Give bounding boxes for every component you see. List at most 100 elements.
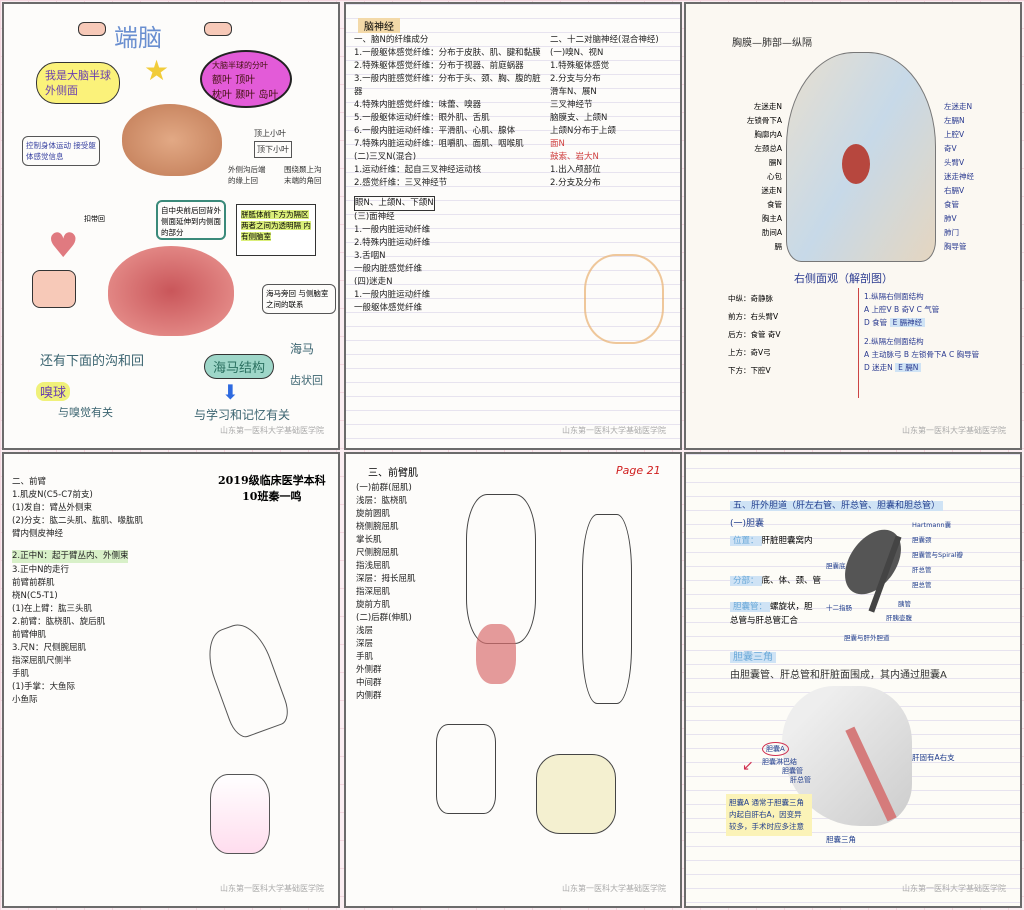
note-line: 旋前圆肌 <box>356 509 391 519</box>
value: 螺旋状，胆总管与肝总管汇合 <box>730 602 813 626</box>
note-line: 前臂伸肌 <box>12 630 47 640</box>
medial-note: 自中央前后回背外侧面延伸到内侧面的部分 <box>156 200 226 240</box>
dentate-gyrus-label: 齿状回 <box>290 374 323 387</box>
anatomy-label: 膈N <box>768 158 782 167</box>
note-line: D 迷走N <box>864 363 893 372</box>
triangle-heading: 胆囊三角 <box>730 648 776 663</box>
triangle-description: 由胆囊管、肝总管和肝脏面围成，其内通过胆囊A <box>730 670 947 681</box>
note-line: 1.出入颅部位 <box>550 165 601 175</box>
note-card-cerebrum[interactable]: 端脑 我是大脑半球外侧面 ★ 大脑半球的分叶 额叶 顶叶 枕叶 颞叶 岛叶 控制… <box>2 2 340 450</box>
anatomy-label: 胆囊淋巴结 <box>762 758 797 766</box>
anatomy-label: 左迷走N <box>944 102 973 111</box>
note-line: 中间群 <box>356 678 382 688</box>
note-line: 4.特殊内脏感觉纤维：味蕾、嗅器 <box>354 100 482 110</box>
note-line: B 左锁骨下A <box>903 350 947 359</box>
figure-labels: 胆囊淋巴结 胆囊管 肝总管 <box>762 758 811 785</box>
left-labels: 左迷走N 左锁骨下A 胸廓内A 左颈总A 膈N 心包 迷走N 食管 胸主A 肋间… <box>726 100 782 254</box>
watermark: 山东第一医科大学基础医学院 <box>220 884 324 893</box>
arrow-down-icon: ⬇ <box>222 380 239 404</box>
anatomy-label: 胸导管 <box>944 242 967 251</box>
anatomy-label: 左迷走N <box>753 102 782 111</box>
anatomy-label: 胆囊底 <box>826 562 846 570</box>
subheading: (一)胆囊 <box>730 519 765 529</box>
artery-note: 胆囊A 通常于胆囊三角内起自肝右A，因变异较多，手术时应多注意 <box>726 794 812 836</box>
hippocampal-formation-label: 海马结构 <box>204 354 275 379</box>
note-line: 臂内侧皮神经 <box>12 529 64 539</box>
arm-sketch <box>198 617 294 741</box>
note-line: 3.一般内脏感觉纤维：分布于头、颈、胸、腹的脏器 <box>354 74 541 97</box>
brain-lateral-illustration <box>122 104 222 176</box>
parietal-note: 围绕颞上沟末端的角回 <box>284 165 322 185</box>
anatomy-label: 膈 <box>774 242 783 251</box>
star-icon: ★ <box>144 54 170 87</box>
note-line: 小鱼际 <box>12 695 38 705</box>
label: 位置： <box>730 536 762 546</box>
callout-lateral-surface: 我是大脑半球外侧面 <box>36 62 120 104</box>
bottom-note: 还有下面的沟和回 <box>40 354 145 369</box>
anatomy-label: 十二指肠 <box>826 604 852 612</box>
note-line: 指深屈肌尺侧半 <box>12 656 72 666</box>
note-card-bile-ducts[interactable]: 五、肝外胆道（肝左右管、肝总管、胆囊和胆总管） (一)胆囊 位置：肝脏胆囊窝内 … <box>684 452 1022 908</box>
motor-note: 控制身体运动 接受躯体感觉信息 <box>22 136 100 166</box>
label: 分部： <box>730 576 762 586</box>
pointing-hand-icon <box>204 22 232 36</box>
note-line: 上颌N分布于上颌 <box>550 126 616 136</box>
note-line: 深层：拇长屈肌 <box>356 574 416 584</box>
note-line: 2.纵隔左侧面结构 <box>864 337 924 346</box>
corpus-note-text: 胼胝体前下方为隔区 两者之间为透明隔 内有侧脑室 <box>241 210 311 241</box>
note-line: B 奇V <box>894 305 915 314</box>
anatomy-label: 右膈V <box>944 186 965 195</box>
olfactory-bulb-label: 嗅球 <box>36 382 71 401</box>
right-labels: 左迷走N 左膈N 上腔V 奇V 头臂V 迷走神经 右膈V 食管 肺V 肺门 胸导… <box>944 100 974 254</box>
note-card-forearm-nerves[interactable]: 2019级临床医学本科 10班秦一鸣 二、前臂 1.肌皮N(C5-C7前支) (… <box>2 452 340 908</box>
notes-left: 中纵：奇静脉 前方：右头臂V 后方：食管 奇V 上方：奇V弓 下方：下腔V <box>728 290 781 380</box>
note-line: 滑车N、展N <box>550 87 597 97</box>
muscle-sketch <box>476 624 516 684</box>
lobe: 额叶 <box>212 75 232 86</box>
anatomy-label: 肝固有A右支 <box>912 753 955 762</box>
label: 胆囊管： <box>730 602 771 612</box>
anatomy-label: 胆囊三角 <box>826 835 856 844</box>
anatomy-label: 胆囊与肝外胆道 <box>844 634 890 642</box>
anatomy-label: 左颈总A <box>754 144 782 153</box>
note-line: (1)手掌：大鱼际 <box>12 682 76 692</box>
anatomy-label: 心包 <box>767 172 782 181</box>
note-line: 眼N、上颌N、下颌N <box>354 196 435 211</box>
note-line: 二、前臂 <box>12 477 47 487</box>
anatomy-label: 奇V <box>944 144 957 153</box>
arrow-icon: ↙ <box>742 758 754 774</box>
watermark: 山东第一医科大学基础医学院 <box>902 884 1006 893</box>
hand-sketch <box>536 754 616 834</box>
note-line: 1.纵隔右侧面结构 <box>864 292 924 301</box>
note-line: (2)分支：肱二头肌、肱肌、喙肱肌 <box>12 516 144 526</box>
note-line: 下方：下腔V <box>728 366 771 375</box>
note-line: 2.感觉纤维：三叉神经节 <box>354 178 448 188</box>
anatomy-label: 胰管 <box>898 600 911 608</box>
hippo-note: 与学习和记忆有关 <box>194 408 291 422</box>
brain-medial-illustration <box>108 246 234 336</box>
note-line: (二)三叉N(混合) <box>354 152 417 162</box>
note-card-cranial-nerves[interactable]: 脑神经 一、脑N的纤维成分 1.一般躯体感觉纤维：分布于皮肤、肌、腱和黏膜 2.… <box>344 2 682 450</box>
lobe: 颞叶 <box>235 90 256 101</box>
note-line: 前方：右头臂V <box>728 312 779 321</box>
card-title-text: 五、肝外胆道（肝左右管、肝总管、胆囊和胆总管） <box>730 501 944 511</box>
note-line: 手肌 <box>12 669 30 679</box>
note-line: 5.一般躯体运动纤维：眼外肌、舌肌 <box>354 113 490 123</box>
note-line: 桡侧腕屈肌 <box>356 522 399 532</box>
anatomy-label: 肝总管 <box>790 776 811 784</box>
note-line: A 主动脉弓 <box>864 350 902 359</box>
class-label: 2019级临床医学本科 <box>218 474 326 487</box>
note-card-forearm-muscles[interactable]: 三、前臂肌 Page 21 (一)前群(屈肌) 浅层：肱桡肌 旋前圆肌 桡侧腕屈… <box>344 452 682 908</box>
value: 肝脏胆囊窝内 <box>761 536 813 546</box>
student-label: 10班秦一鸣 <box>242 490 302 503</box>
left-column: 一、脑N的纤维成分 1.一般躯体感觉纤维：分布于皮肤、肌、腱和黏膜 2.特殊躯体… <box>354 34 542 315</box>
anatomy-label: 胆囊颈 <box>912 536 932 544</box>
hand-sketch <box>210 774 270 854</box>
note-lines: (一)前群(屈肌) 浅层：肱桡肌 旋前圆肌 桡侧腕屈肌 掌长肌 尺侧腕屈肌 指浅… <box>356 482 416 703</box>
heart-icon: ♥ <box>48 226 79 266</box>
note-line: (三)面神经 <box>354 212 395 222</box>
note-line: 前臂前群肌 <box>12 578 55 588</box>
note-line: 2.前臂：肱桡肌、旋后肌 <box>12 617 106 627</box>
duct-note: 胆囊管：螺旋状，胆总管与肝总管汇合 <box>730 600 818 628</box>
note-card-mediastinum[interactable]: 胸膜—肺部—纵隔 左迷走N 左锁骨下A 胸廓内A 左颈总A 膈N 心包 迷走N … <box>684 2 1022 450</box>
